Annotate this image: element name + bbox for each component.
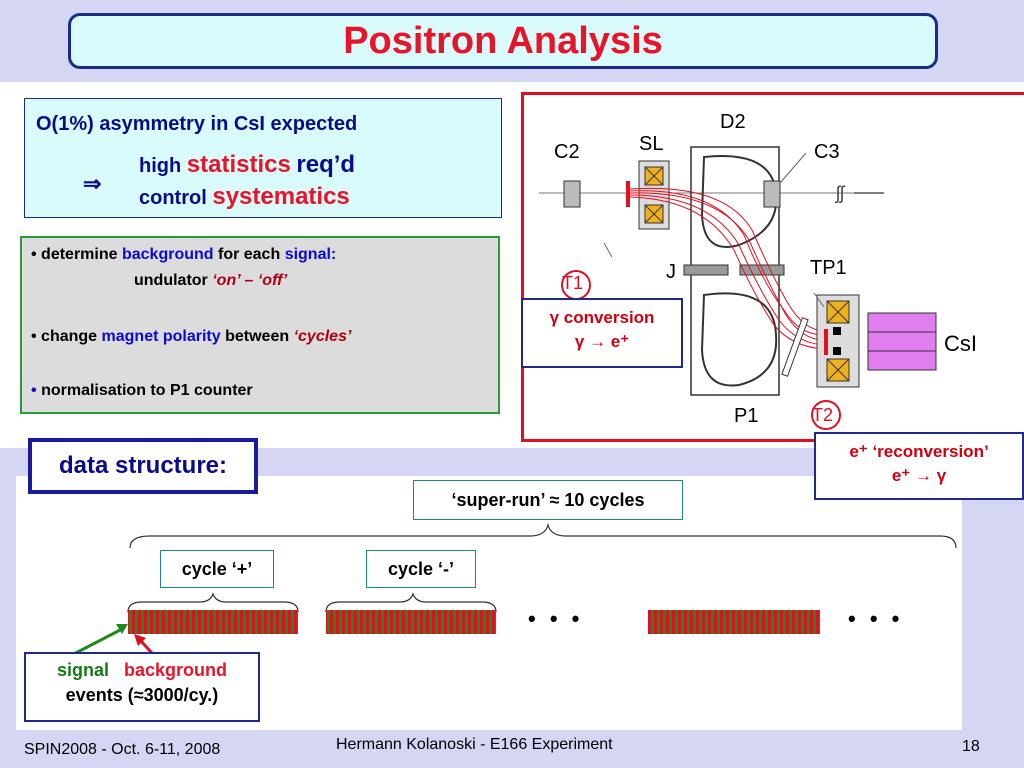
ellipsis-dots-1: • • •	[528, 606, 584, 631]
cycle-minus-brace	[325, 592, 497, 613]
beamline-drawing: ʃʃ	[539, 146, 937, 430]
event-strip-cycle-minus	[326, 610, 496, 634]
implies-arrow: ⇒	[83, 171, 102, 196]
bullet-box: • determine background for each signal: …	[20, 236, 500, 414]
cycle-plus-brace	[127, 592, 299, 613]
d2-pole-lower	[700, 292, 778, 387]
bullet-for-each: for each	[217, 246, 281, 263]
events-legend: signal background	[26, 660, 258, 681]
bullet-normalisation: • normalisation to P1 counter	[31, 382, 253, 400]
bullet-signal-word: signal:	[284, 246, 337, 263]
axis-break-mark: ʃʃ	[834, 183, 846, 203]
bullet-dot: •	[31, 382, 37, 399]
t1-target	[626, 181, 630, 207]
label-c3: C3	[814, 141, 840, 163]
label-tp1: TP1	[810, 257, 847, 279]
tp1-coil-bottom-x2	[826, 358, 850, 382]
normalisation-text: normalisation to P1 counter	[41, 382, 253, 399]
gamma-conversion-box: γ conversion γ → e⁺	[521, 298, 683, 368]
signal-arrowhead	[116, 624, 128, 634]
gamma-conversion-reaction: γ → e⁺	[574, 332, 630, 351]
d2-pole-upper	[700, 155, 778, 248]
data-structure-label: data structure:	[58, 452, 228, 479]
reconversion-box: e⁺ ‘reconversion’ e⁺ → γ	[814, 432, 1024, 500]
background-label: background	[124, 660, 228, 680]
cycle-minus-label: cycle ‘-’	[387, 558, 455, 579]
reconversion-title: e⁺ ‘reconversion’	[849, 442, 989, 461]
trajectory-1	[629, 190, 825, 336]
bullet-change-prefix: • change	[31, 328, 98, 345]
super-run-label: ‘super-run’ ≈ 10 cycles	[451, 489, 645, 510]
footer-conference: SPIN2008 - Oct. 6-11, 2008	[24, 741, 221, 758]
leader-sl	[603, 242, 613, 258]
bullet-determine-prefix: • determine	[31, 246, 118, 263]
background-arrowhead	[134, 634, 146, 646]
signal-label: signal	[56, 660, 109, 680]
high-prefix: high	[139, 155, 182, 177]
title-box: Positron Analysis	[68, 13, 938, 69]
label-t1: T1	[562, 273, 584, 293]
c2-collimator	[563, 180, 581, 208]
gamma-conversion-title: γ conversion	[549, 308, 655, 327]
asymmetry-headline: O(1%) asymmetry in CsI expected	[36, 113, 358, 135]
reqd-word: req’d	[296, 151, 356, 178]
sl-coil-bottom-x2	[644, 204, 664, 224]
event-strip-later-cycle	[648, 610, 820, 634]
event-strip-cycle-plus	[128, 610, 298, 634]
magnet-polarity-word: magnet polarity	[101, 328, 221, 345]
control-systematics-line: control systematics	[139, 183, 350, 211]
c3-collimator	[763, 180, 781, 208]
t2-circle	[811, 400, 841, 430]
sl-coil-top-x2	[644, 166, 664, 186]
cycles-word: ‘cycles’	[293, 328, 352, 345]
label-p1: P1	[734, 405, 759, 427]
label-csi: CsI	[944, 331, 977, 356]
bullet-background-word: background	[121, 246, 214, 263]
leader-tp1	[813, 292, 825, 308]
trajectory-3	[629, 194, 825, 346]
tp1-pole-bottom	[833, 347, 841, 355]
super-run-brace	[129, 522, 957, 549]
data-structure-box: data structure:	[28, 438, 258, 494]
asymmetry-box: O(1%) asymmetry in CsI expected ⇒ high s…	[24, 98, 502, 218]
signal-pointer-arrow	[69, 626, 125, 658]
beamline-diagram: ʃʃ	[521, 92, 1024, 442]
label-c2: C2	[554, 141, 580, 163]
super-run-box: ‘super-run’ ≈ 10 cycles	[413, 480, 683, 520]
undulator-word: undulator	[134, 272, 208, 289]
label-d2: D2	[720, 111, 746, 133]
statistics-word: statistics	[186, 151, 291, 178]
t2-target	[824, 329, 828, 355]
footer-page-number: 18	[962, 738, 980, 755]
p1-counter	[781, 317, 809, 377]
cycle-minus-box: cycle ‘-’	[366, 550, 476, 588]
on-off-value: ‘on’ – ‘off’	[212, 272, 288, 289]
ellipsis-dots-2: • • •	[848, 606, 904, 631]
cycle-plus-box: cycle ‘+’	[160, 550, 274, 588]
trajectory-5	[629, 196, 825, 350]
reconversion-reaction: e⁺ → γ	[891, 466, 947, 485]
bullet-determine: • determine background for each signal:	[31, 246, 336, 264]
leader-c3	[779, 152, 807, 184]
csi-crystal-3	[867, 350, 937, 371]
j-absorber-left	[683, 264, 729, 276]
events-rate: events (≈3000/cy.)	[65, 685, 219, 705]
footer-author: Hermann Kolanoski - E166 Experiment	[336, 736, 613, 753]
label-sl: SL	[639, 133, 664, 155]
tp1-coil-top-x2	[826, 300, 850, 324]
bullet-change: • change magnet polarity between ‘cycles…	[31, 328, 351, 346]
systematics-word: systematics	[212, 183, 350, 210]
cycle-plus-label: cycle ‘+’	[181, 558, 253, 579]
trajectory-4	[629, 187, 825, 332]
bullet-undulator: undulator ‘on’ – ‘off’	[134, 272, 287, 290]
events-box: signal background events (≈3000/cy.)	[24, 652, 260, 722]
between-word: between	[225, 328, 290, 345]
label-j: J	[666, 261, 676, 283]
high-statistics-line: high statistics req’d	[139, 151, 355, 179]
control-prefix: control	[139, 187, 207, 209]
label-t2: T2	[812, 405, 834, 425]
tp1-pole-top	[833, 327, 841, 335]
page-title: Positron Analysis	[343, 19, 663, 62]
